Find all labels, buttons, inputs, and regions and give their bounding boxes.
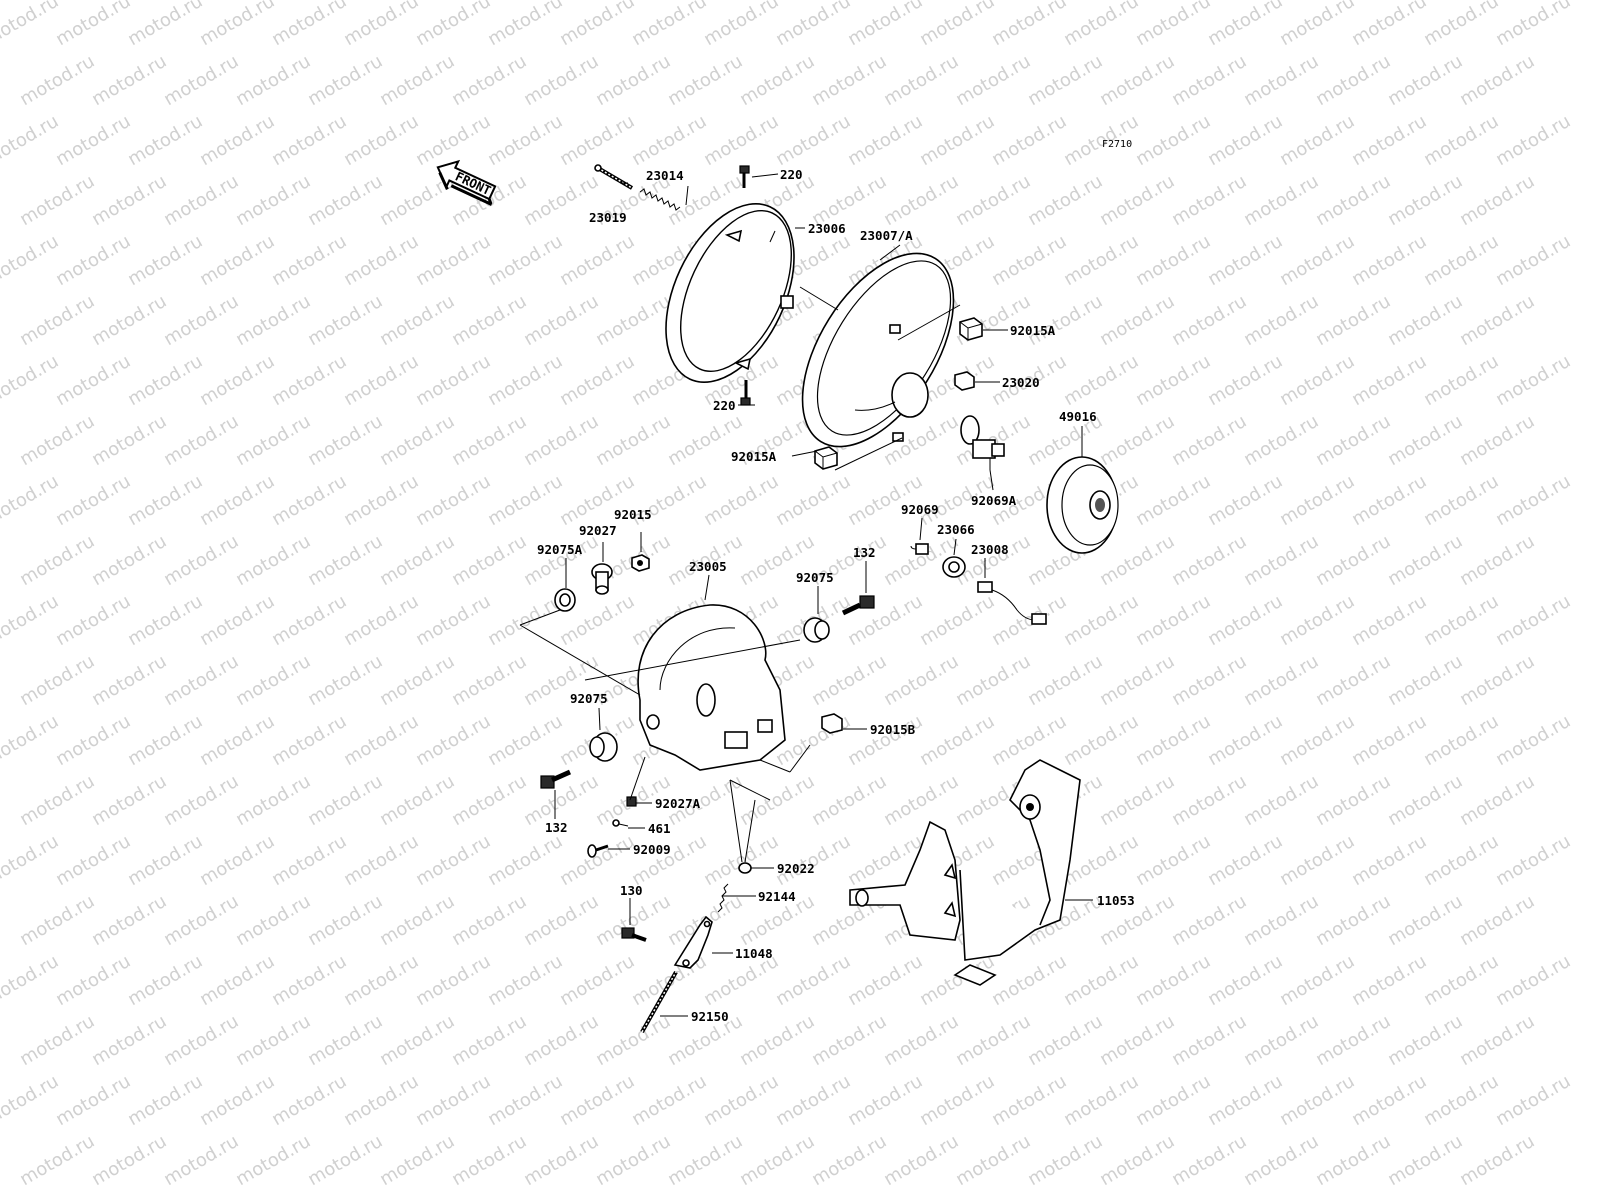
- part-92015A-left-nut-drawing: [814, 446, 838, 470]
- part-23014-spring-drawing: [639, 188, 681, 211]
- label-92069: 92069: [901, 502, 939, 517]
- label-92075-left: 92075: [570, 691, 608, 706]
- label-11048: 11048: [735, 946, 773, 961]
- part-92009-screw-drawing: [587, 844, 609, 858]
- label-461: 461: [648, 821, 671, 836]
- label-92069A: 92069A: [971, 493, 1017, 508]
- label-92015A-left: 92015A: [731, 449, 777, 464]
- label-92150: 92150: [691, 1009, 729, 1024]
- part-132-top-bolt-drawing: [841, 595, 875, 616]
- label-92144: 92144: [758, 889, 796, 904]
- front-arrow-icon: FRONT: [436, 159, 497, 206]
- part-92022-washer-drawing: [738, 862, 752, 874]
- part-92027-collar-drawing: [591, 563, 613, 595]
- label-23007A: 23007/A: [860, 228, 913, 243]
- part-220-top-screw-drawing: [739, 165, 750, 188]
- label-92075A: 92075A: [537, 542, 583, 557]
- part-132-bottom-bolt-drawing: [540, 769, 572, 789]
- label-92027: 92027: [579, 523, 617, 538]
- label-92027A: 92027A: [655, 796, 701, 811]
- part-23019-screw-drawing: [594, 164, 634, 190]
- part-23006-rim-drawing: [665, 203, 795, 383]
- part-92027A-clip-drawing: [626, 796, 637, 807]
- label-92009: 92009: [633, 842, 671, 857]
- label-92015B: 92015B: [870, 722, 916, 737]
- part-220-bottom-screw-drawing: [740, 380, 751, 406]
- part-461-pin-drawing: [612, 819, 629, 827]
- label-92022: 92022: [777, 861, 815, 876]
- leader-lines: [519, 173, 1093, 1017]
- label-220-top: 220: [780, 167, 803, 182]
- label-132-top: 132: [853, 545, 876, 560]
- label-11053: 11053: [1097, 893, 1135, 908]
- part-92015B-nut-drawing: [821, 713, 843, 734]
- part-92075A-grommet-drawing: [554, 588, 576, 612]
- label-220-bottom: 220: [713, 398, 736, 413]
- part-23005-housing-drawing: [637, 604, 786, 771]
- front-arrow-label: FRONT: [453, 169, 493, 199]
- part-92075-top-grommet-drawing: [803, 617, 830, 643]
- part-23066-grommet-drawing: [942, 556, 966, 578]
- part-92144-spring-drawing: [717, 883, 729, 913]
- label-23020: 23020: [1002, 375, 1040, 390]
- label-23005: 23005: [689, 559, 727, 574]
- part-11053-stay-drawing: [849, 759, 1081, 986]
- part-92075-left-grommet-drawing: [589, 732, 618, 762]
- label-23006: 23006: [808, 221, 846, 236]
- label-92075-top: 92075: [796, 570, 834, 585]
- part-92069-bulb-drawing: [910, 543, 929, 555]
- figure-code: F2710: [1102, 139, 1132, 150]
- part-11048-bracket-drawing: [673, 915, 713, 969]
- part-23007A-reflector-drawing: [801, 252, 955, 448]
- label-92015A-right: 92015A: [1010, 323, 1056, 338]
- part-92015A-right-nut-drawing: [959, 317, 983, 341]
- label-130: 130: [620, 883, 643, 898]
- label-23014: 23014: [646, 168, 684, 183]
- label-132-bottom: 132: [545, 820, 568, 835]
- part-92150-screw-drawing: [640, 971, 678, 1033]
- part-92069A-bulb-drawing: [960, 415, 1005, 470]
- label-23008: 23008: [971, 542, 1009, 557]
- part-23008-socket-drawing: [977, 581, 1047, 625]
- label-92015: 92015: [614, 507, 652, 522]
- label-23019: 23019: [589, 210, 627, 225]
- label-49016: 49016: [1059, 409, 1097, 424]
- part-labels: 23019 23014 220 23006 220 23007/A 92015A…: [537, 167, 1135, 1024]
- part-23020-nut-drawing: [954, 371, 975, 391]
- part-92015-nut-drawing: [631, 554, 650, 572]
- part-130-bolt-drawing: [621, 927, 647, 942]
- part-49016-boot-drawing: [1046, 456, 1119, 554]
- label-23066: 23066: [937, 522, 975, 537]
